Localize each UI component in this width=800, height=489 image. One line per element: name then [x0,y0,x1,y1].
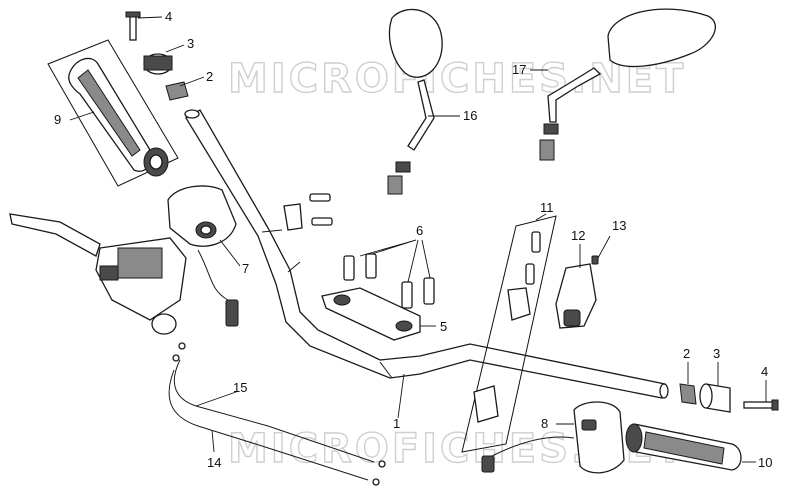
right-grip[interactable] [625,423,742,471]
callout-5: 5 [440,319,447,334]
callout-6: 6 [416,223,423,238]
callout-9: 9 [54,112,61,127]
handlebar-upper-clamp[interactable] [321,287,421,341]
switch-mount-group [461,215,557,453]
callout-16: 16 [463,108,477,123]
bracket-lower[interactable] [473,385,499,423]
left-bar-end-weight[interactable] [143,53,173,75]
callout-1: 1 [393,416,400,431]
right-mirror[interactable] [539,8,716,161]
callout-15: 15 [233,380,247,395]
callout-3-right: 3 [713,346,720,361]
bracket-screw[interactable] [591,255,599,265]
callout-14: 14 [207,455,221,470]
callout-4-right: 4 [761,364,768,379]
left-screw[interactable] [125,11,141,41]
brake-master-cylinder[interactable] [95,237,187,335]
left-grip[interactable] [68,57,169,177]
switch-bracket[interactable] [555,263,597,329]
callout-10: 10 [758,455,772,470]
callout-17: 17 [512,62,526,77]
callout-4-left: 4 [165,9,172,24]
right-bar-end-weight[interactable] [699,383,731,413]
small-bolts[interactable] [283,193,333,231]
callout-11: 11 [540,200,554,215]
group-screw-2[interactable] [525,263,535,285]
right-switch-housing[interactable] [481,401,625,474]
callout-2-left: 2 [206,69,213,84]
callouts: 4 3 2 9 16 17 7 6 11 12 13 5 2 3 4 15 1 … [54,9,772,470]
left-switch-housing[interactable] [167,185,239,327]
callout-12: 12 [571,228,585,243]
callout-8: 8 [541,416,548,431]
throttle-cable-upper[interactable] [173,342,386,468]
left-mirror[interactable] [387,8,443,195]
group-screw-1[interactable] [531,231,541,253]
cable-clip[interactable] [507,287,531,321]
brake-lever[interactable] [9,213,101,257]
handlebar[interactable] [184,109,669,399]
callout-2-right: 2 [683,346,690,361]
throttle-cable-lower[interactable] [168,354,380,486]
callout-3-left: 3 [187,36,194,51]
leader-lines [69,16,767,463]
right-bar-end-nut[interactable] [679,383,697,405]
left-grip-group [47,39,179,187]
watermark-top: MICROFICHES.NET [228,56,686,102]
right-screw[interactable] [743,399,779,411]
callout-7: 7 [242,261,249,276]
clamp-bolts[interactable] [343,253,435,309]
left-bar-end-nut[interactable] [165,81,189,101]
callout-13: 13 [612,218,626,233]
